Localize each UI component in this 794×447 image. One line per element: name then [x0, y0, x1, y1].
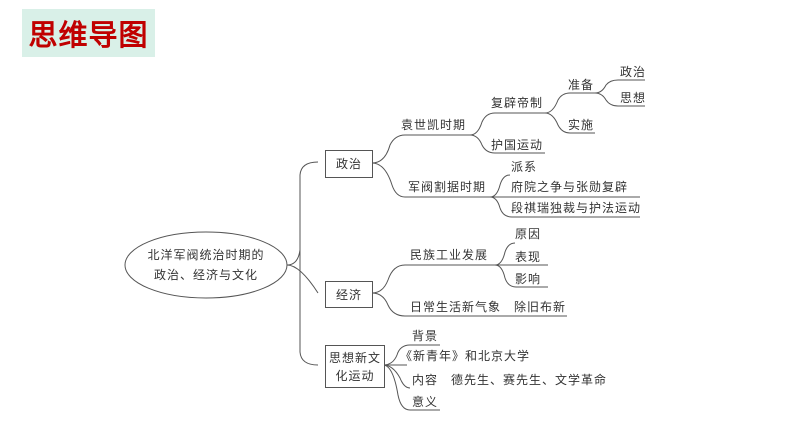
culture-label-line1: 思想新文 — [328, 350, 381, 365]
node-industry-item: 表现 — [515, 250, 542, 264]
root-node: 北洋军阀统治时期的 政治、经济与文化 — [125, 232, 287, 298]
node-industry-item: 影响 — [515, 272, 542, 286]
main-bracket — [286, 161, 319, 366]
node-prepare-politics: 政治 — [620, 65, 647, 79]
node-prepare: 准备 — [568, 78, 595, 92]
node-warlord-item: 段祺瑞独裁与护法运动 — [511, 201, 642, 215]
node-culture-item: 背景 — [412, 329, 439, 343]
node-protect: 护国运动 — [491, 138, 544, 152]
node-warlord-item: 派系 — [511, 160, 538, 174]
node-culture-item: 意义 — [412, 395, 439, 409]
politics-box: 政治 — [325, 150, 373, 178]
node-life: 日常生活新气象 除旧布新 — [410, 300, 567, 314]
node-warlord-item: 府院之争与张勋复辟 — [511, 180, 629, 194]
root-line1: 北洋军阀统治时期的 — [147, 248, 265, 262]
slide-title: 思维导图 — [28, 18, 149, 52]
node-yuan: 袁世凯时期 — [401, 118, 467, 132]
economy-box: 经济 — [325, 281, 373, 308]
node-implement: 实施 — [568, 118, 595, 132]
node-prepare-thought: 思想 — [620, 91, 647, 105]
root-line2: 政治、经济与文化 — [153, 268, 258, 282]
node-industry-item: 原因 — [515, 227, 542, 241]
culture-label-line2: 化运动 — [335, 368, 375, 383]
node-restoration: 复辟帝制 — [491, 96, 544, 110]
node-culture-item: 内容 德先生、赛先生、文学革命 — [412, 373, 608, 387]
node-warlord: 军阀割据时期 — [408, 180, 487, 194]
culture-box: 思想新文 化运动 — [325, 345, 385, 388]
title-badge: 思维导图 — [22, 9, 155, 57]
node-culture-item: 《新青年》和北京大学 — [400, 349, 531, 363]
node-industry: 民族工业发展 — [410, 248, 489, 262]
